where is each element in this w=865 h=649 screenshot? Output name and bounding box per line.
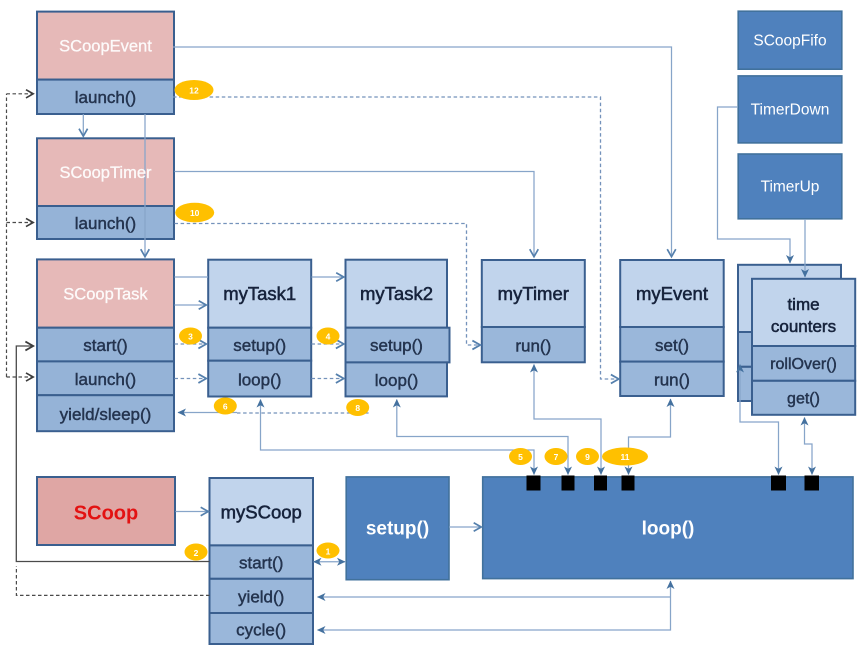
svg-text:run(): run(): [654, 371, 690, 390]
svg-text:1: 1: [326, 547, 331, 557]
svg-text:SCoopFifo: SCoopFifo: [753, 33, 826, 50]
svg-text:9: 9: [585, 452, 590, 462]
svg-text:8: 8: [355, 403, 360, 413]
svg-text:start(): start(): [83, 336, 127, 355]
svg-text:TimerUp: TimerUp: [761, 179, 820, 196]
svg-text:2: 2: [194, 548, 199, 558]
svg-text:SCoopTimer: SCoopTimer: [60, 164, 153, 182]
svg-text:myTask2: myTask2: [360, 283, 433, 304]
svg-text:loop(): loop(): [238, 371, 281, 390]
svg-text:12: 12: [189, 86, 199, 96]
svg-text:myTimer: myTimer: [498, 283, 569, 304]
svg-text:10: 10: [190, 208, 200, 218]
svg-text:yield(): yield(): [238, 588, 284, 607]
svg-text:7: 7: [554, 452, 559, 462]
svg-text:cycle(): cycle(): [236, 621, 286, 640]
svg-text:myTask1: myTask1: [223, 283, 296, 304]
svg-text:SCoopEvent: SCoopEvent: [59, 38, 152, 56]
svg-text:loop(): loop(): [642, 519, 695, 540]
svg-text:myEvent: myEvent: [636, 283, 708, 304]
svg-text:loop(): loop(): [375, 371, 418, 390]
svg-text:mySCoop: mySCoop: [221, 502, 302, 523]
svg-text:3: 3: [188, 332, 193, 342]
svg-text:yield/sleep(): yield/sleep(): [60, 405, 152, 424]
svg-text:setup(): setup(): [233, 336, 286, 355]
svg-text:4: 4: [326, 332, 331, 342]
svg-text:launch(): launch(): [75, 370, 136, 389]
svg-text:rollOver(): rollOver(): [770, 356, 837, 373]
svg-text:set(): set(): [655, 336, 689, 355]
svg-text:launch(): launch(): [75, 214, 136, 233]
svg-text:counters: counters: [771, 317, 836, 336]
svg-text:TimerDown: TimerDown: [751, 102, 830, 119]
svg-text:get(): get(): [787, 391, 820, 408]
svg-text:start(): start(): [239, 554, 283, 573]
svg-text:5: 5: [518, 452, 523, 462]
svg-text:11: 11: [621, 452, 630, 462]
svg-text:launch(): launch(): [75, 88, 136, 107]
svg-text:6: 6: [223, 402, 228, 412]
svg-text:SCoop: SCoop: [74, 503, 138, 525]
svg-text:run(): run(): [515, 337, 551, 356]
svg-text:SCoopTask: SCoopTask: [63, 286, 148, 304]
svg-text:setup(): setup(): [366, 519, 429, 540]
svg-text:setup(): setup(): [370, 336, 423, 355]
svg-text:time: time: [787, 295, 819, 314]
